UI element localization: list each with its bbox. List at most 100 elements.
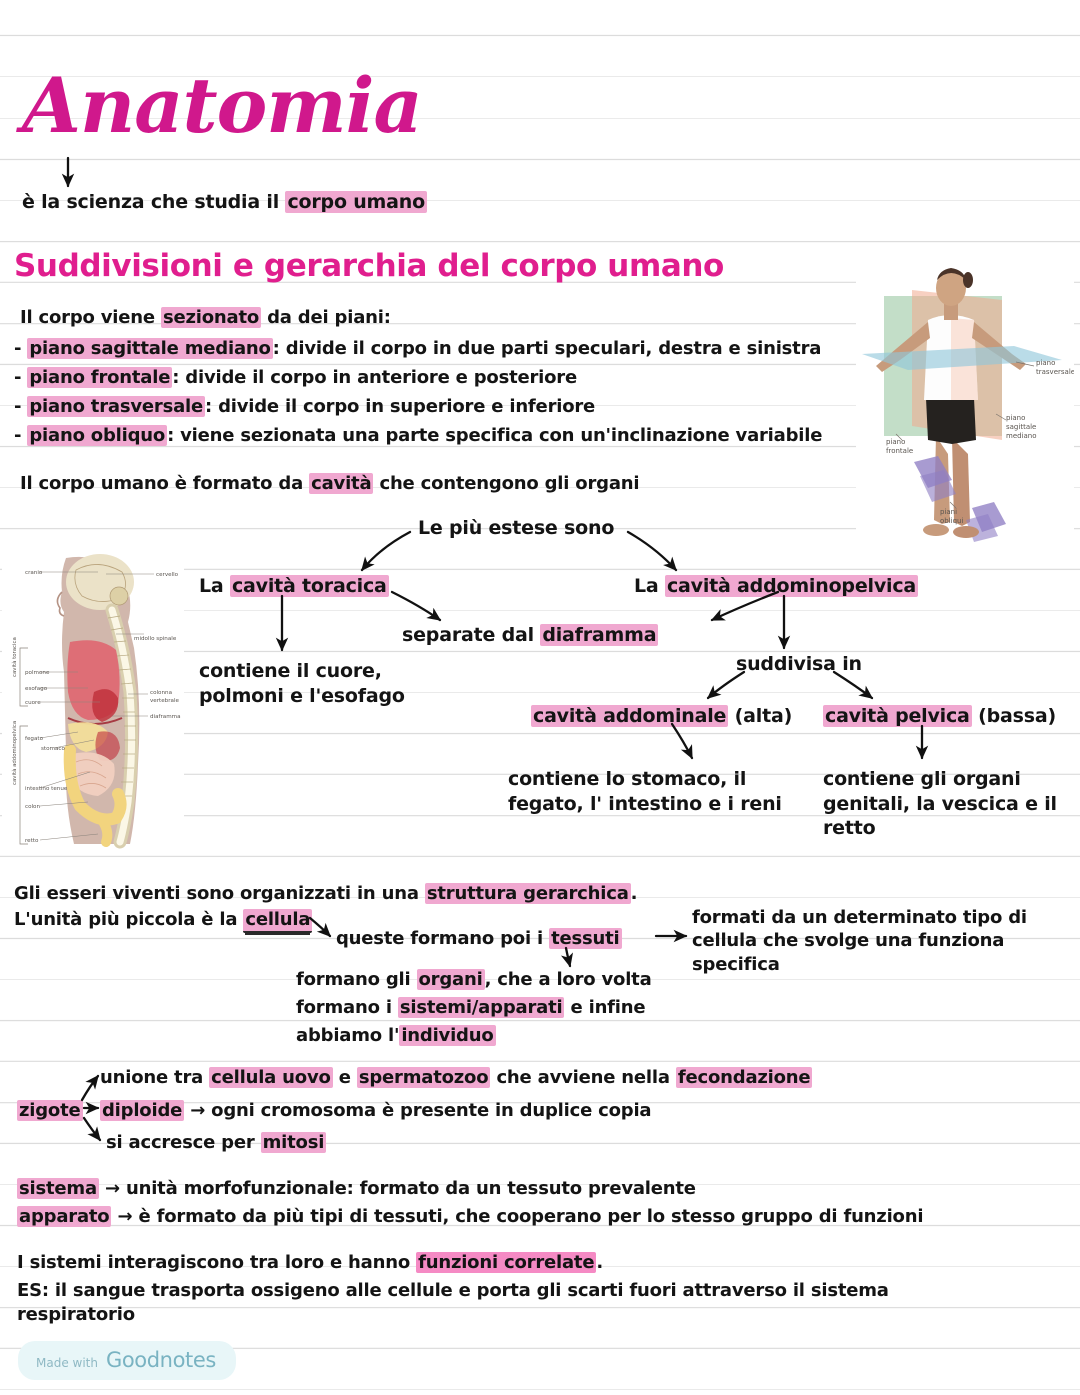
zigote-mitosi-pre: si accresce per — [106, 1132, 261, 1153]
hierarchy-line2-pre: L'unità più piccola è la — [14, 909, 244, 930]
zigote-branch-fecondazione: unione tra cellula uovo e spermatozoo ch… — [100, 1066, 813, 1089]
hierarchy-line1-pre: Gli esseri viventi sono organizzati in u… — [14, 883, 425, 904]
zigote-b1-hl2: spermatozoo — [356, 1067, 491, 1088]
torso-label-cuore: cuore — [25, 700, 41, 706]
hierarchy-sistemi-post: e infine — [564, 997, 646, 1018]
closing-line3: respiratorio — [17, 1304, 135, 1325]
hierarchy-sistemi-pre: formano i — [296, 997, 398, 1018]
arrow-cellula-to-tessuti — [308, 916, 332, 938]
hierarchy-line1-post: . — [630, 883, 638, 904]
hierarchy-tessuti-definition: formati da un determinato tipo di cellul… — [692, 906, 1027, 976]
toracica-contents-line1: contiene il cuore, — [199, 660, 382, 682]
hierarchy-organi-line: formano gli organi, che a loro volta — [296, 968, 652, 991]
page-title: Anatomia — [22, 61, 423, 150]
cavity-addominopelvica-pre: La — [634, 575, 665, 597]
arrow-estese-to-toracica — [360, 530, 412, 572]
toracica-contents-line2: polmoni e l'esofago — [199, 684, 405, 707]
hierarchy-tessuti-highlight: tessuti — [549, 928, 622, 949]
definition-sistema-arrow: → — [105, 1178, 120, 1199]
closing-line1-post: . — [596, 1252, 603, 1273]
cavity-intro-highlight: cavità — [309, 473, 374, 494]
cavity-toracica-node: La cavità toracica — [199, 574, 389, 599]
arrow-addominale-to-contents — [670, 722, 694, 760]
suddivisa-label: suddivisa in — [736, 653, 862, 675]
plane-label-frontale-line1: piano — [886, 438, 905, 446]
hierarchy-individuo-pre: abbiamo l' — [296, 1025, 400, 1046]
definition-apparato-desc: è formato da più tipi di tessuti, che co… — [138, 1206, 924, 1227]
cavity-pelvica-highlight: cavità pelvica — [823, 705, 972, 727]
hierarchy-line1-highlight: struttura gerarchica — [424, 883, 631, 904]
plane-item-frontale: - piano frontale: divide il corpo in ant… — [14, 366, 577, 389]
zigote-branch-mitosi: si accresce per mitosi — [106, 1131, 327, 1154]
plane-label-obliqui-line2: obliqui — [940, 517, 963, 525]
hierarchy-sistemi-line: formano i sistemi/apparati e infine — [296, 996, 646, 1019]
hierarchy-organi-pre: formano gli — [296, 969, 417, 990]
zigote-branch-diploide: diploide → ogni cromosoma è presente in … — [100, 1099, 652, 1122]
plane-desc: : divide il corpo in anteriore e posteri… — [172, 367, 577, 388]
plane-label-sagittale-line2: sagittale — [1006, 423, 1036, 431]
torso-bracket-toracica: cavità toracica — [11, 637, 18, 677]
hierarchy-tessuti-pre: queste formano poi i — [336, 928, 550, 949]
cavity-toracica-pre: La — [199, 575, 230, 597]
torso-bracket-addominopelvica: cavità addominopelvica — [11, 721, 18, 785]
torso-label-cervello: cervello — [156, 572, 179, 578]
zigote-diploide-highlight: diploide — [100, 1100, 185, 1121]
plane-label-trasversale-line2: trasversale — [1036, 368, 1074, 376]
diaframma-pre: separate dal — [402, 624, 541, 646]
hierarchy-cellula-highlight: cellula — [243, 909, 313, 933]
arrow-tessuti-to-organi — [560, 946, 574, 968]
torso-label-cranio: cranio — [25, 570, 43, 576]
zigote-b1-hl1: cellula uovo — [209, 1067, 333, 1088]
cavity-map-top-label: Le più estese sono — [418, 517, 615, 539]
torso-label-esofago: esofago — [25, 686, 48, 692]
hierarchy-individuo-line: abbiamo l'individuo — [296, 1024, 496, 1047]
plane-label-obliqui-line1: piani — [940, 508, 957, 516]
cavity-addominopelvica-highlight: cavità addominopelvica — [664, 575, 919, 597]
cavity-intro-pre: Il corpo umano è formato da — [20, 473, 310, 494]
cavity-pelvica-post: (bassa) — [971, 705, 1056, 727]
plane-desc: : divide il corpo in due parti speculari… — [272, 338, 822, 359]
cavity-pelvica-node: cavità pelvica (bassa) — [823, 704, 1056, 729]
arrow-zigote-to-mitosi — [82, 1116, 102, 1142]
hierarchy-line1: Gli esseri viventi sono organizzati in u… — [14, 882, 637, 905]
plane-item-obliquo: - piano obliquo: viene sezionata una par… — [14, 424, 822, 447]
hierarchy-organi-post: , che a loro volta — [484, 969, 652, 990]
plane-term: piano sagittale mediano — [27, 338, 273, 359]
torso-label-midollo: midollo spinale — [134, 636, 177, 642]
pelvica-contents-line1: contiene gli organi — [823, 768, 1021, 790]
plane-label-sagittale-line1: piano — [1006, 414, 1025, 422]
arrow-zigote-to-fecondazione — [80, 1074, 100, 1102]
goodnotes-watermark: Made with Goodnotes — [18, 1341, 236, 1380]
plane-term: piano trasversale — [27, 396, 206, 417]
closing-line1-highlight: funzioni correlate — [416, 1252, 597, 1273]
tessuti-definition-line1: formati da un determinato tipo di — [692, 907, 1027, 928]
list-dash: - — [14, 396, 22, 417]
subtitle-highlight: corpo umano — [285, 191, 427, 213]
anatomical-planes-figure: piano trasversale piano sagittale median… — [856, 258, 1074, 546]
definition-apparato: apparato → è formato da più tipi di tess… — [17, 1205, 923, 1228]
cavity-addominale-post: (alta) — [728, 705, 793, 727]
zigote-label: zigote — [17, 1099, 83, 1122]
addominale-contents-line1: contiene lo stomaco, il — [508, 768, 747, 790]
subtitle-line: è la scienza che studia il corpo umano — [22, 190, 427, 215]
cavity-intro-post: che contengono gli organi — [373, 473, 640, 494]
addominale-contents: contiene lo stomaco, il fegato, l' intes… — [508, 767, 782, 816]
torso-label-colon: colon — [25, 804, 40, 810]
torso-label-diaframma: diaframma — [150, 714, 181, 720]
goodnotes-brand: Goodnotes — [105, 1348, 216, 1372]
goodnotes-made-with: Made with — [36, 1356, 98, 1370]
plane-item-trasversale: - piano trasversale: divide il corpo in … — [14, 395, 595, 418]
planes-intro-pre: Il corpo viene — [20, 307, 161, 328]
closing-line1-pre: I sistemi interagiscono tra loro e hanno — [17, 1252, 417, 1273]
hierarchy-line2: L'unità più piccola è la cellula — [14, 908, 313, 933]
hierarchy-sistemi-highlight: sistemi/apparati — [397, 997, 565, 1018]
plane-label-frontale-line2: frontale — [886, 447, 913, 455]
cavity-addominale-node: cavità addominale (alta) — [531, 704, 792, 729]
torso-label-stomaco: stomaco — [41, 746, 65, 752]
zigote-diploide-post: ogni cromosoma è presente in duplice cop… — [205, 1100, 652, 1121]
arrow-toracica-to-diaframma — [390, 590, 442, 622]
cavity-intro: Il corpo umano è formato da cavità che c… — [20, 472, 640, 495]
planes-intro-highlight: sezionato — [160, 307, 262, 328]
plane-label-trasversale-line1: piano — [1036, 359, 1055, 367]
cavity-addominopelvica-node: La cavità addominopelvica — [634, 574, 919, 599]
